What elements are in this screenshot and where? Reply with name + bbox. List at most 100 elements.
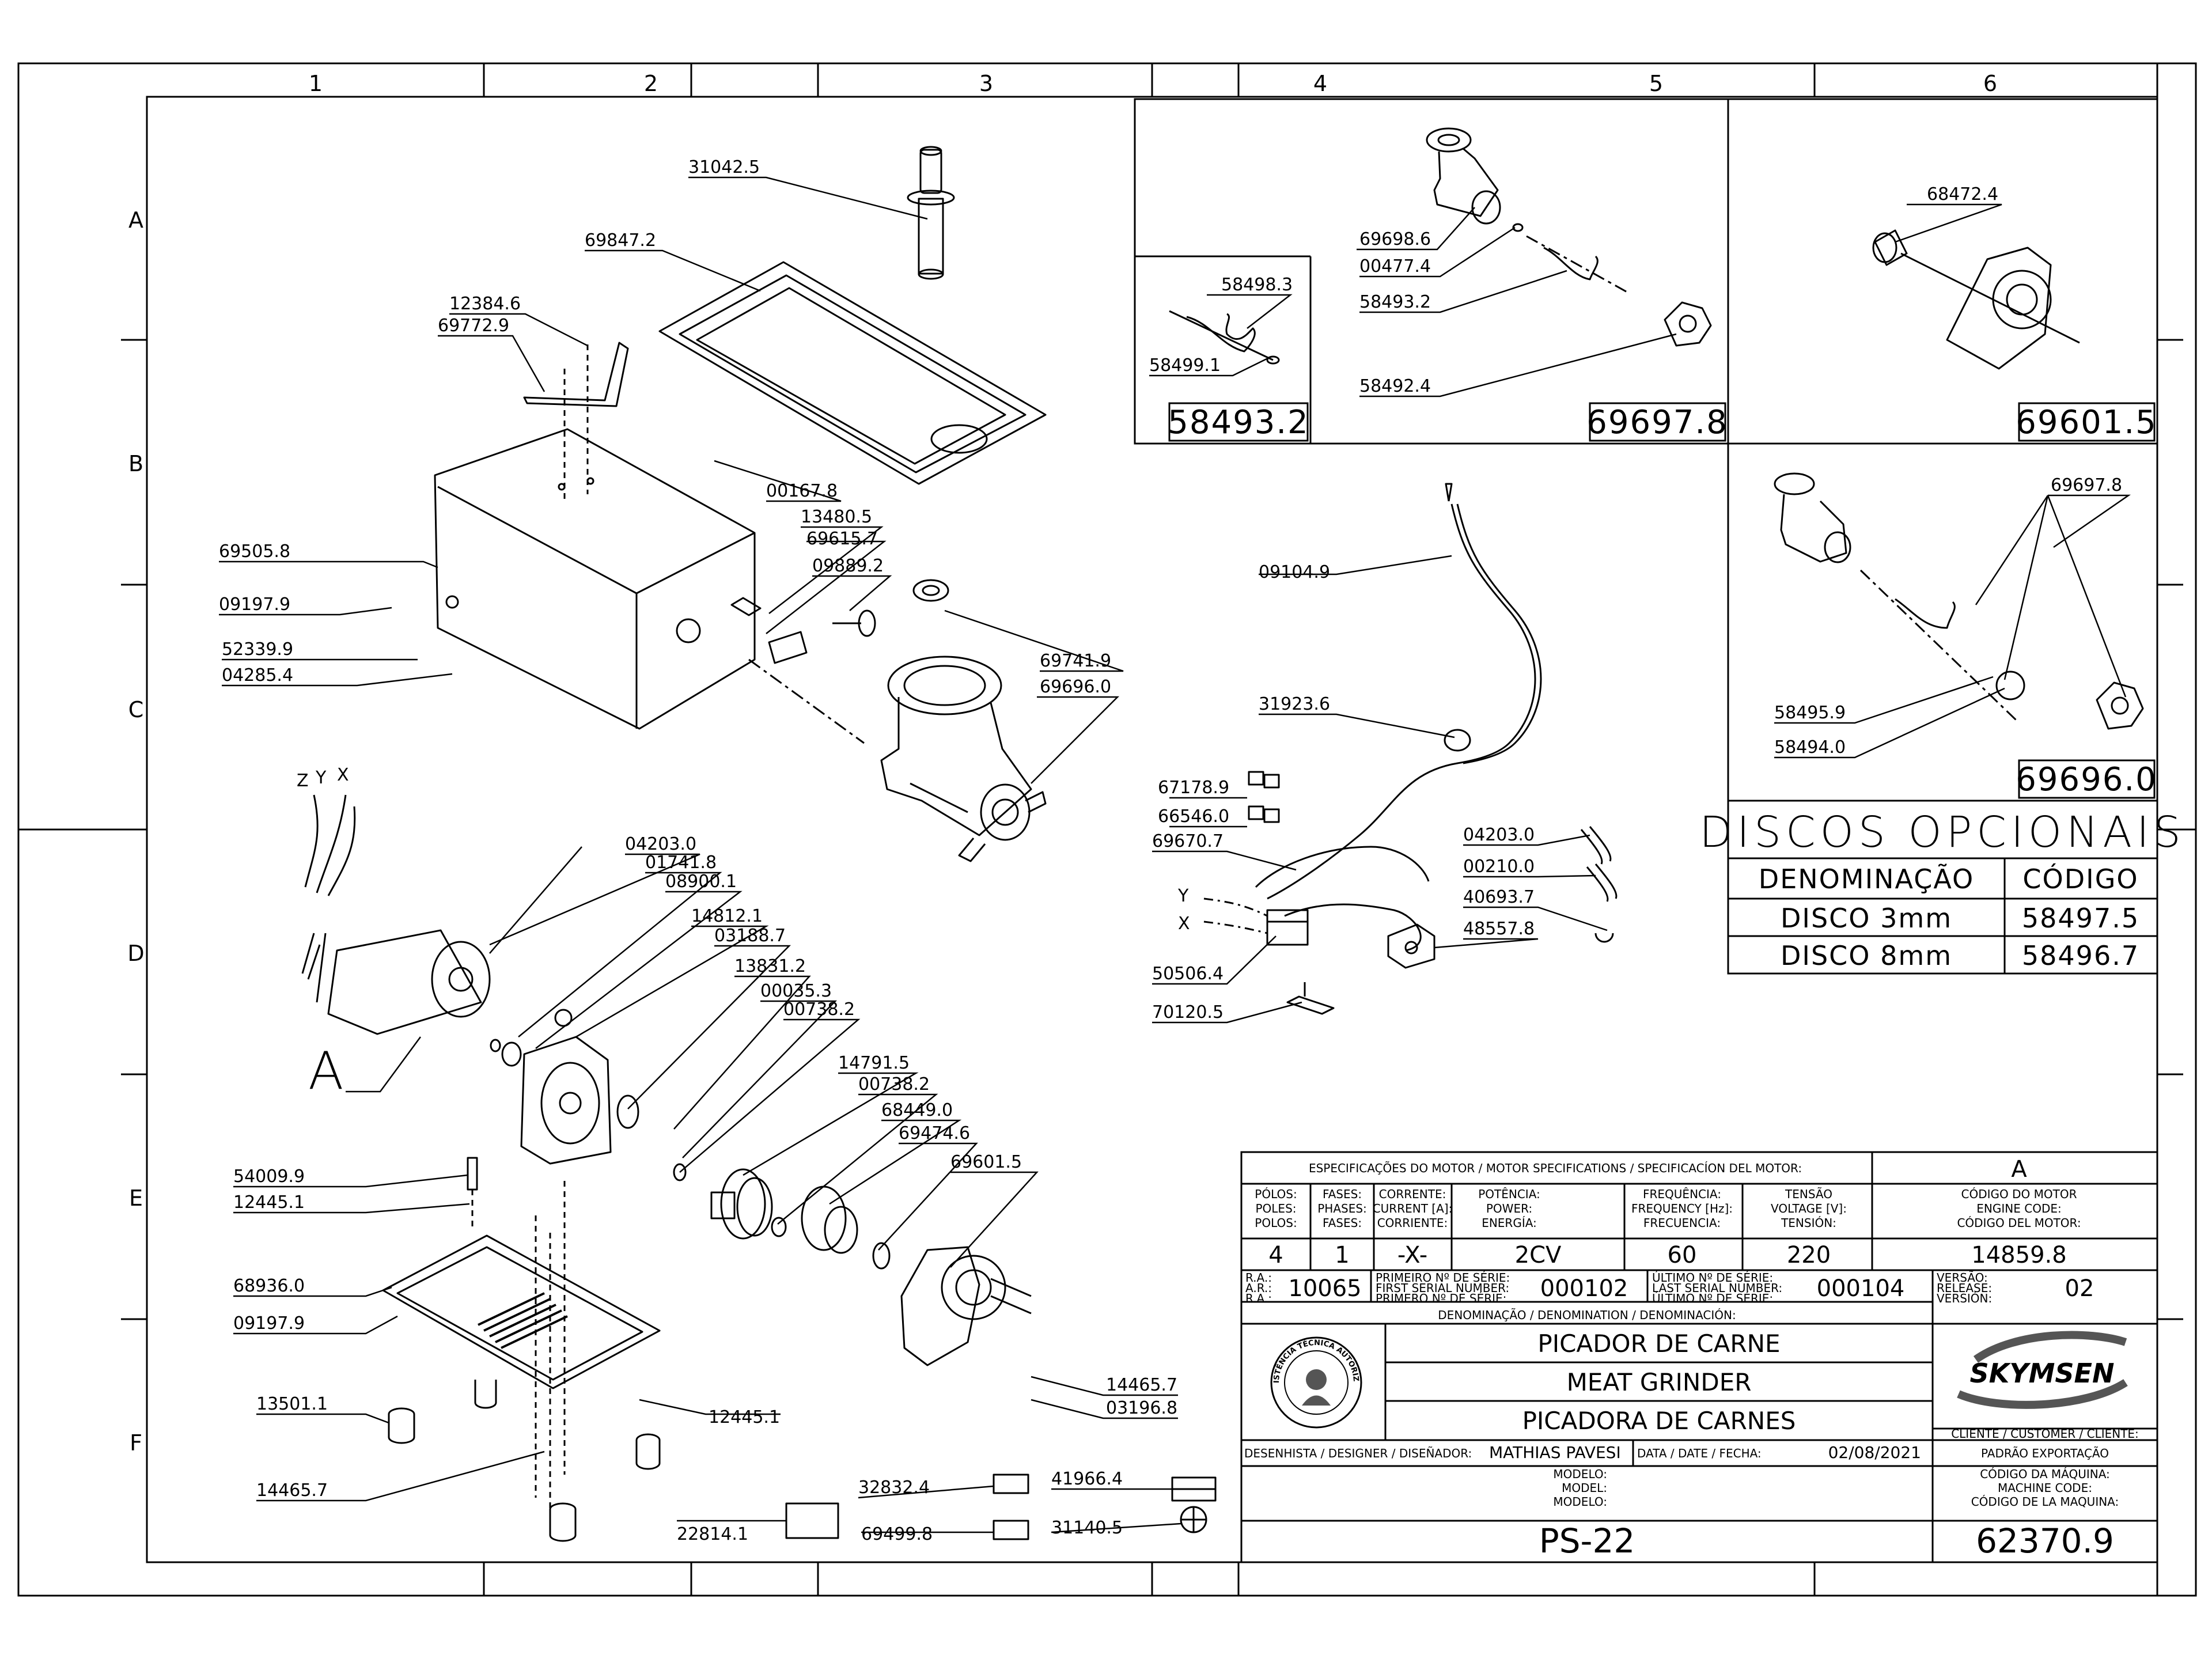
spec-poles-value: 4 [1268, 1242, 1283, 1268]
denomination-label: DENOMINAÇÃO / DENOMINATION / DENOMINACIÓ… [1438, 1308, 1736, 1322]
model-label-2: MODEL: [1562, 1481, 1607, 1495]
label-00738-2-a: 00738.2 [783, 999, 855, 1020]
connector-part [1387, 923, 1435, 969]
version-label-3: VERSIÓN: [1937, 1291, 1992, 1305]
label-00477-4: 00477.4 [1359, 256, 1431, 276]
spec-frequency-l3: FRECUENCIA: [1643, 1216, 1721, 1230]
label-58498-3: 58498.3 [1221, 275, 1293, 295]
label-54009-9: 54009.9 [233, 1166, 305, 1187]
spec-frequency-l2: FREQUENCY [Hz]: [1631, 1202, 1733, 1215]
label-41966-4: 41966.4 [1051, 1469, 1123, 1489]
discs-col-name: DENOMINAÇÃO [1759, 863, 1974, 895]
disc-row-2-code: 58496.7 [2022, 940, 2139, 971]
label-08900-1: 08900.1 [665, 872, 737, 892]
label-68449-0: 68449.0 [881, 1100, 953, 1120]
spec-voltage-l1: TENSÃO [1785, 1187, 1832, 1201]
spec-poles-l1: PÓLOS: [1255, 1187, 1297, 1201]
label-14791-5: 14791.5 [838, 1053, 910, 1073]
spec-phases-l3: FASES: [1323, 1216, 1362, 1230]
grinder-head-part [880, 656, 1047, 862]
grinder-body-part-2 [1426, 127, 1524, 232]
spec-power-l1: POTÊNCIA: [1478, 1187, 1540, 1201]
base-plate-part [382, 1234, 661, 1389]
detail-ref: A [2011, 1156, 2027, 1183]
grid-col-1: 1 [309, 71, 323, 96]
grid-col-3: 3 [979, 71, 993, 96]
power-cord-part [1255, 483, 1542, 952]
wire-y: Y [315, 768, 327, 788]
label-40693-7: 40693.7 [1463, 887, 1535, 907]
label-69615-7: 69615.7 [806, 529, 878, 549]
last-serial: 000104 [1817, 1275, 1905, 1302]
last-serial-label-1: ÚLTIMO Nº DE SÉRIE: [1652, 1271, 1773, 1285]
washer-part [912, 579, 949, 602]
motor-housing-part [434, 428, 808, 730]
seal-icon: ASSISTÊNCIA TÉCNICA AUTORIZADA [0, 0, 1362, 1429]
detail-a-label: A [308, 1041, 344, 1101]
label-69696-0: 69696.0 [1040, 677, 1111, 697]
client-label: CLIENTE / CUSTOMER / CLIENTE: [1951, 1427, 2139, 1441]
grid-row-d: D [127, 941, 144, 966]
last-serial-label-3: ÚLTIMO Nº DE SÉRIE: [1652, 1291, 1773, 1305]
discs-col-code: CÓDIGO [2022, 863, 2138, 895]
label-09889-2: 09889.2 [812, 556, 884, 576]
screws-part [471, 1181, 566, 1521]
gear-2-part [771, 1185, 891, 1270]
worm-screw-part-2 [1526, 235, 1631, 295]
label-50506-4: 50506.4 [1152, 964, 1224, 984]
spec-current-value: -X- [1397, 1242, 1427, 1268]
grid-col-5: 5 [1649, 71, 1663, 96]
detail-markers: A Z Y X Y X [297, 765, 1190, 1101]
label-68936-0: 68936.0 [233, 1276, 305, 1296]
grid-col-6: 6 [1983, 71, 1997, 96]
label-69847-2: 69847.2 [585, 230, 656, 251]
ra-label-3: R.A.: [1245, 1291, 1272, 1305]
label-66546-0: 66546.0 [1158, 806, 1229, 827]
name-pt: PICADOR DE CARNE [1537, 1330, 1780, 1358]
label-14465-7-left: 14465.7 [256, 1480, 328, 1501]
leader-lines [219, 176, 2131, 1533]
label-58495-9: 58495.9 [1774, 703, 1846, 723]
gear-1-part [710, 1168, 773, 1240]
label-69474-6: 69474.6 [899, 1123, 970, 1143]
label-69601-5: 69601.5 [950, 1152, 1022, 1172]
label-58494-0: 58494.0 [1774, 737, 1846, 757]
label-04203-0-right: 04203.0 [1463, 825, 1535, 845]
name-en: MEAT GRINDER [1567, 1368, 1752, 1396]
motor-code: 14859.8 [1971, 1242, 2066, 1268]
label-69698-6: 69698.6 [1359, 229, 1431, 249]
label-03188-7: 03188.7 [714, 926, 786, 946]
label-00738-2-b: 00738.2 [858, 1074, 930, 1094]
grid-col-4: 4 [1313, 71, 1327, 96]
label-04203-0-left: 04203.0 [625, 834, 696, 854]
wire-x: X [337, 765, 349, 785]
label-03196-8: 03196.8 [1106, 1398, 1177, 1418]
label-69670-7: 69670.7 [1152, 831, 1224, 851]
first-serial-label-1: PRIMEIRO Nº DE SÉRIE: [1376, 1271, 1510, 1285]
tray-part [658, 261, 1047, 485]
grinder-set-detail [1774, 472, 2144, 730]
first-serial-label-2: FIRST SERIAL NUMBER: [1376, 1281, 1509, 1295]
box-69696-0: 69696.0 [2016, 761, 2157, 798]
label-14465-7-right: 14465.7 [1106, 1375, 1177, 1395]
spec-frequency-l1: FREQUÊNCIA: [1643, 1187, 1721, 1201]
designer: MATHIAS PAVESI [1489, 1443, 1621, 1462]
label-69741-9: 69741.9 [1040, 651, 1111, 671]
spec-power-l3: ENERGÍA: [1482, 1216, 1537, 1230]
spec-power-l2: POWER: [1486, 1202, 1532, 1215]
label-58492-4: 58492.4 [1359, 376, 1431, 396]
switch-wire-x: X [1178, 914, 1190, 934]
clip-part [523, 342, 629, 407]
machine-code-label-2: MACHINE CODE: [1998, 1481, 2092, 1495]
spec-poles-l3: POLOS: [1255, 1216, 1297, 1230]
wire-z: Z [297, 771, 309, 791]
switch-part [1203, 897, 1309, 946]
label-09197-9-bottom: 09197.9 [233, 1313, 305, 1334]
label-12384-6: 12384.6 [449, 294, 521, 314]
labels-parts [785, 1474, 1217, 1540]
pusher-part [907, 146, 955, 280]
seal-text: ASSISTÊNCIA TÉCNICA AUTORIZADA [0, 0, 1360, 1383]
machine-code: 62370.9 [1976, 1521, 2114, 1560]
version-label-1: VERSÃO: [1937, 1271, 1988, 1285]
motor-code-label-2: ENGINE CODE: [1976, 1202, 2061, 1215]
